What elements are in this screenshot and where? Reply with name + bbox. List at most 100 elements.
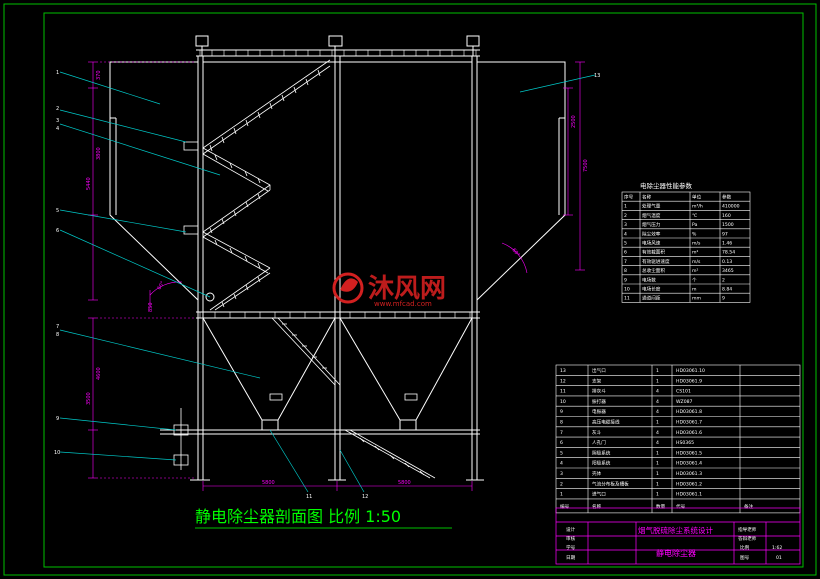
dimension-values: 370 3800 5440 850 4600 3500 2500 7500 58…	[86, 70, 589, 486]
parts-cell: 进气口	[592, 491, 606, 498]
leader-lines	[59, 71, 596, 493]
parts-cell: HS0365	[676, 440, 694, 446]
parts-cell: HD03061.10	[676, 368, 705, 374]
watermark-url: www.mfcad.com	[374, 300, 432, 308]
param-cell: Pa	[692, 222, 698, 228]
param-cell: %	[692, 231, 697, 237]
parts-cell: 8	[560, 420, 563, 426]
param-cell: m	[692, 288, 697, 293]
tb-label-id: 学号	[566, 544, 576, 551]
parts-cell: 5	[560, 450, 563, 456]
param-cell: 1	[624, 204, 627, 210]
param-cell: 通道间距	[642, 295, 661, 302]
param-cell: 烟气压力	[642, 221, 661, 228]
dim-3500: 3500	[86, 392, 92, 405]
part-label-10: 10	[54, 450, 60, 456]
parts-cell: 2	[560, 481, 563, 487]
parts-cell: HD03061.8	[676, 409, 702, 415]
dim-5440: 5440	[86, 177, 92, 190]
part-label-3: 3	[56, 118, 59, 124]
param-cell: 4	[624, 231, 627, 237]
param-table-grid	[621, 191, 751, 303]
param-table-title: 电除尘器性能参数	[640, 181, 693, 190]
param-cell: 160	[722, 213, 731, 219]
param-cell: 有效截面积	[642, 249, 665, 256]
parts-cell: HD03061.2	[676, 481, 702, 487]
param-header-cell: 名称	[642, 194, 652, 201]
tb-label-defense: 答辩老师	[738, 535, 757, 542]
param-cell: 1500	[722, 222, 734, 228]
casing-shell	[197, 56, 478, 480]
param-cell: 3465	[722, 268, 734, 274]
parts-cell: 7	[560, 430, 563, 436]
tb-scale-value: 1:62	[772, 545, 782, 551]
parts-cell: 1	[656, 450, 659, 456]
parts-cell: HD03061.4	[676, 461, 702, 467]
angle-right: 60°	[510, 247, 521, 258]
hopper-right	[339, 317, 473, 431]
param-cell: 电场长度	[642, 286, 661, 293]
parts-cell: 气流分布板及槽板	[592, 480, 629, 487]
parts-table-grid	[555, 364, 801, 514]
parts-cell: 1	[656, 420, 659, 426]
param-cell: 10	[624, 287, 630, 293]
parts-cell: 阳极系统	[592, 460, 611, 467]
precipitator-section	[109, 35, 566, 481]
parts-cell: 支架	[592, 377, 602, 384]
tb-design-title: 烟气脱硫除尘系统设计	[638, 525, 713, 535]
parts-cell: 1	[656, 378, 659, 384]
parts-cell: 出气口	[592, 367, 606, 374]
parts-cell: 人孔门	[592, 439, 606, 446]
param-cell: 5	[624, 241, 627, 247]
tb-label-sheet: 图号	[740, 555, 750, 561]
parts-cell: 壳体	[592, 470, 602, 477]
param-cell: 410000	[722, 204, 740, 210]
param-header-cell: 参数	[722, 194, 732, 201]
title-block-grid	[555, 507, 801, 565]
parts-cell: 10	[560, 399, 566, 405]
part-label-1: 1	[56, 70, 59, 76]
parts-cell: HD03061.7	[676, 420, 702, 426]
param-cell: 78.54	[722, 250, 735, 256]
param-cell: 除尘效率	[642, 230, 661, 237]
parts-cell: 4	[656, 430, 659, 436]
parts-cell: 1	[656, 368, 659, 374]
param-cell: m/s	[692, 241, 701, 247]
param-cell: 9	[722, 296, 725, 302]
parts-cell: 排灰斗	[592, 388, 606, 395]
dim-5800-left: 5800	[262, 480, 275, 486]
param-cell: 0.13	[722, 259, 732, 265]
param-cell: 3	[624, 222, 627, 228]
watermark-brand: 沐风网	[368, 274, 446, 304]
parts-cell: CS101	[676, 389, 691, 395]
dimension-lines	[88, 61, 585, 491]
param-cell: m³/h	[692, 204, 703, 210]
parts-cell: HD03061.6	[676, 430, 702, 436]
param-cell: 2	[624, 213, 627, 219]
param-cell: 烟气温度	[642, 212, 661, 219]
param-cell: 8	[624, 268, 627, 274]
parts-cell: 高压电缆接线	[592, 419, 620, 426]
angle-left: 60°	[157, 280, 167, 291]
title-block-texts: 设计 审核 学号 日期 指导老师 答辩老师 比例 图号 1:62 01	[566, 526, 782, 561]
param-cell: 7	[624, 259, 627, 265]
param-cell: 2	[722, 277, 725, 283]
param-cell: 1.46	[722, 241, 732, 247]
part-number-labels: 1 2 3 4 5 6 7 8 9 10 11 12 13	[54, 70, 600, 500]
parts-header-cell: 备注	[744, 503, 754, 510]
param-cell: 个	[692, 277, 697, 283]
part-label-4: 4	[56, 126, 59, 132]
part-label-8: 8	[56, 332, 59, 338]
param-cell: 8.84	[722, 287, 732, 293]
parts-header-cell: 代号	[676, 503, 686, 510]
parts-cell: 1	[656, 481, 659, 487]
parts-cell: HD03061.5	[676, 450, 702, 456]
parts-cell: 11	[560, 389, 566, 395]
tb-part-name: 静电除尘器	[656, 548, 696, 558]
part-label-6: 6	[56, 228, 59, 234]
parts-header-cell: 编号	[560, 503, 570, 510]
part-label-11: 11	[306, 494, 312, 500]
